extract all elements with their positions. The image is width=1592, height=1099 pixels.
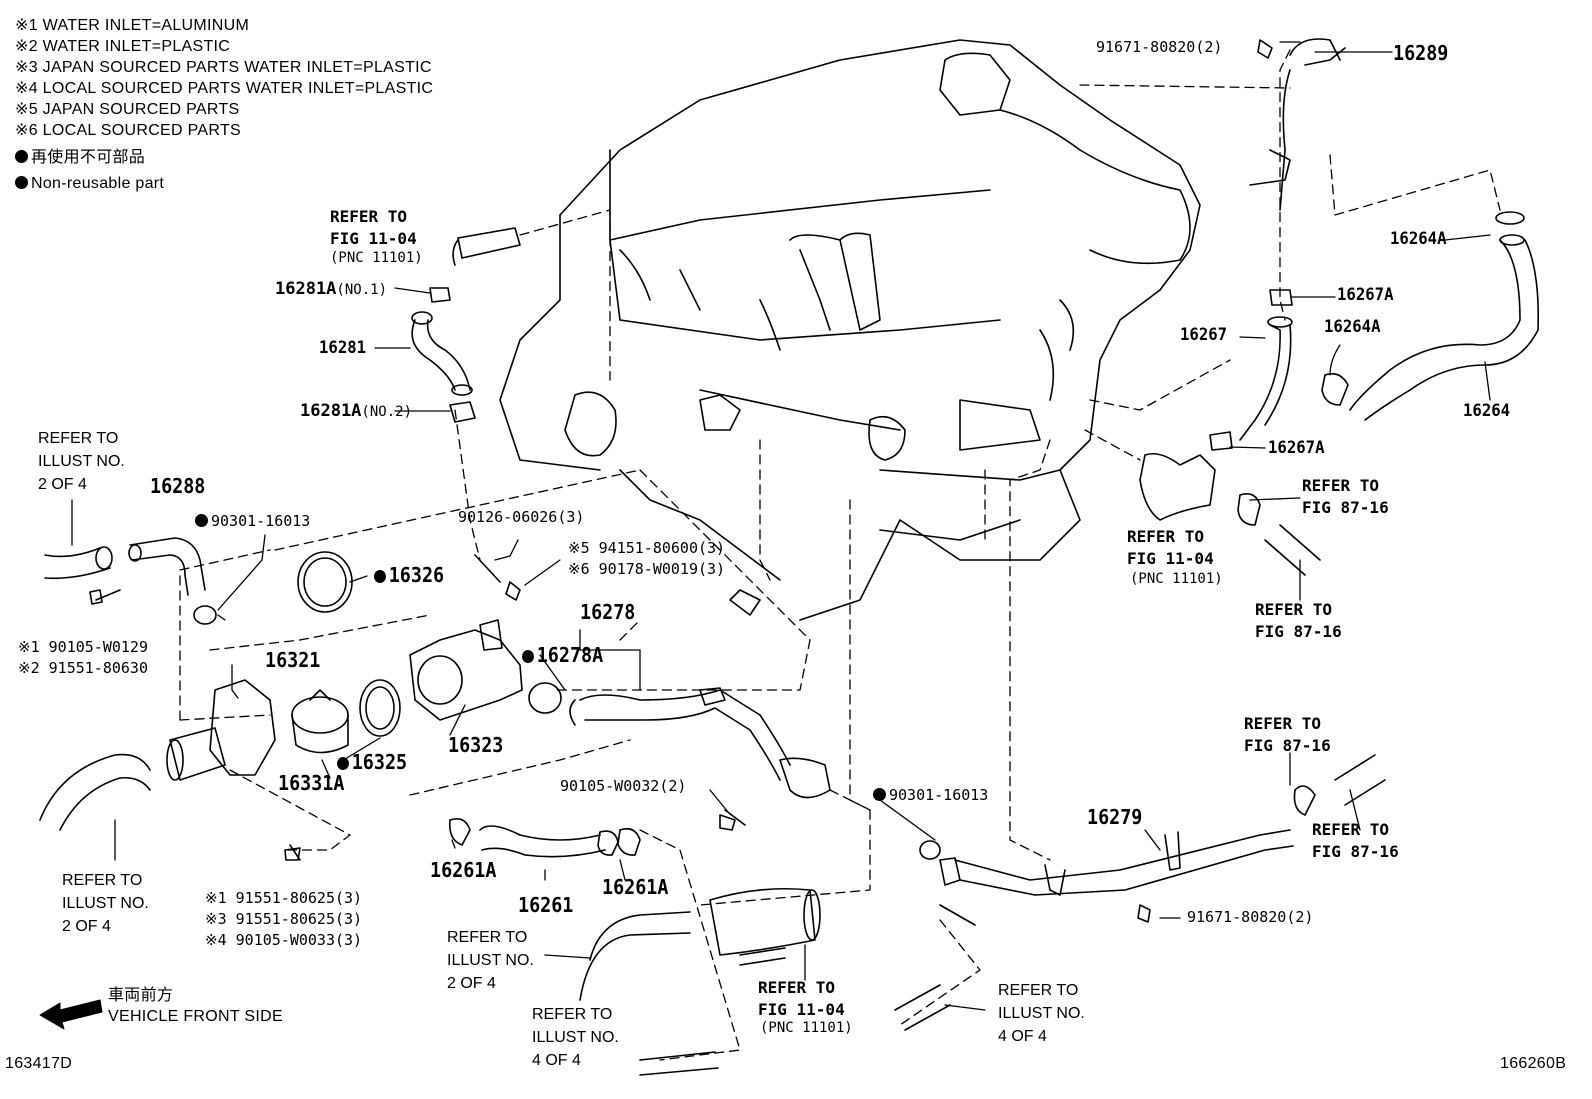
part-90301-2-group: 90301-16013 — [873, 788, 988, 803]
ref-illust-2-top[interactable]: REFER TO ILLUST NO. 2 OF 4 — [38, 430, 125, 493]
part-16261: 16261 — [518, 893, 574, 917]
ref-illust-4-right[interactable]: REFER TO ILLUST NO. 4 OF 4 — [998, 982, 1085, 1045]
part-16278A-group: 16278A — [522, 645, 603, 665]
legend-note-6: ※6 LOCAL SOURCED PARTS — [15, 122, 241, 139]
part-16326: 16326 — [388, 563, 445, 587]
part-16289: 16289 — [1393, 41, 1449, 65]
part-16331A: 16331A — [278, 771, 345, 795]
part-90105-3: ※4 90105-W0033(3) — [205, 931, 363, 949]
front-side-jp: 車両前方 — [108, 987, 174, 1004]
part-16278A: 16278A — [536, 643, 604, 667]
front-arrow-icon — [39, 999, 103, 1030]
part-90178: ※6 90178-W0019(3) — [568, 560, 726, 578]
ref-fig-87-16-a[interactable]: REFER TO FIG 87-16 — [1302, 476, 1389, 517]
part-91671-bot: 91671-80820(2) — [1187, 908, 1314, 926]
ref-illust-2-mid[interactable]: REFER TO ILLUST NO. 2 OF 4 — [447, 929, 534, 992]
solid-leaders — [71, 41, 1491, 1061]
part-16281A-2-sub: (NO.2) — [361, 404, 412, 420]
part-90105-2: 90105-W0032(2) — [560, 777, 687, 795]
part-90301-2: 90301-16013 — [889, 786, 989, 804]
legend-note-1: ※1 WATER INLET=ALUMINUM — [15, 17, 250, 34]
part-16267: 16267 — [1180, 325, 1228, 345]
part-16264A-1: 16264A — [1390, 229, 1447, 249]
part-16278: 16278 — [580, 600, 636, 624]
ref-fig-11-04-bottom-pnc: (PNC 11101) — [760, 1020, 853, 1036]
nonreusable-dot-icon — [15, 150, 28, 163]
parts-shapes — [39, 38, 1540, 1076]
ref-fig-87-16-d[interactable]: REFER TO FIG 87-16 — [1312, 820, 1399, 861]
part-16261A-2: 16261A — [602, 875, 669, 899]
part-90126: 90126-06026(3) — [458, 508, 585, 526]
part-90105-1: ※1 90105-W0129 — [18, 638, 148, 656]
illustration-code-left: 163417D — [5, 1055, 73, 1072]
part-16264: 16264 — [1463, 401, 1511, 421]
legend-nonreusable-jp: 再使用不可部品 — [15, 150, 145, 166]
front-side-en: VEHICLE FRONT SIDE — [108, 1008, 283, 1025]
part-91551-1: ※2 91551-80630 — [18, 659, 148, 677]
legend-note-2: ※2 WATER INLET=PLASTIC — [15, 38, 231, 55]
part-16325-group: 16325 — [337, 752, 407, 772]
nonreusable-dot-icon — [873, 788, 886, 801]
part-16288: 16288 — [150, 474, 206, 498]
part-16281A-1: 16281A — [275, 279, 337, 299]
nonreusable-dot-icon — [337, 757, 349, 770]
legend-note-5: ※5 JAPAN SOURCED PARTS — [15, 101, 240, 118]
part-16281A-2: 16281A — [300, 401, 362, 421]
part-16281A-no1-group: 16281A(NO.1) — [275, 281, 387, 298]
ref-fig-87-16-c[interactable]: REFER TO FIG 87-16 — [1244, 714, 1331, 755]
part-91551-2: ※1 91551-80625(3) — [205, 889, 363, 907]
nonreusable-dot-icon — [15, 176, 28, 189]
ref-fig-11-04-bottom[interactable]: REFER TO FIG 11-04 — [758, 978, 845, 1019]
part-90301-1-group: 90301-16013 — [195, 514, 310, 529]
ref-fig-11-04-right[interactable]: REFER TO FIG 11-04 — [1127, 527, 1214, 568]
ref-illust-2-left[interactable]: REFER TO ILLUST NO. 2 OF 4 — [62, 872, 149, 935]
legend-nonreusable-jp-text: 再使用不可部品 — [31, 149, 146, 166]
part-16267A-1: 16267A — [1337, 285, 1394, 305]
part-16321: 16321 — [265, 648, 321, 672]
part-16261A-1: 16261A — [430, 858, 497, 882]
part-16325: 16325 — [351, 750, 408, 774]
legend-nonreusable-en: Non-reusable part — [15, 176, 164, 192]
legend-note-4: ※4 LOCAL SOURCED PARTS WATER INLET=PLAST… — [15, 80, 434, 97]
part-16264A-2: 16264A — [1324, 317, 1381, 337]
part-16323: 16323 — [448, 733, 504, 757]
ref-fig-11-04-right-pnc: (PNC 11101) — [1130, 571, 1223, 587]
part-16326-group: 16326 — [374, 565, 444, 585]
legend-note-3: ※3 JAPAN SOURCED PARTS WATER INLET=PLAST… — [15, 59, 432, 76]
part-16267A-2: 16267A — [1268, 438, 1325, 458]
ref-fig-11-04-top-pnc: (PNC 11101) — [330, 250, 423, 266]
ref-illust-4-bottom[interactable]: REFER TO ILLUST NO. 4 OF 4 — [532, 1006, 619, 1069]
part-94151: ※5 94151-80600(3) — [568, 539, 726, 557]
part-16281: 16281 — [319, 338, 367, 358]
part-90301-1: 90301-16013 — [211, 512, 311, 530]
part-16281A-1-sub: (NO.1) — [336, 282, 387, 298]
illustration-code-right: 166260B — [1500, 1055, 1567, 1072]
ref-fig-11-04-top[interactable]: REFER TO FIG 11-04 — [330, 207, 417, 248]
nonreusable-dot-icon — [195, 514, 208, 527]
nonreusable-dot-icon — [374, 570, 386, 583]
legend-nonreusable-en-text: Non-reusable part — [31, 175, 165, 192]
nonreusable-dot-icon — [522, 650, 534, 663]
part-16279: 16279 — [1087, 805, 1143, 829]
part-91671-top: 91671-80820(2) — [1096, 38, 1223, 56]
part-91551-3: ※3 91551-80625(3) — [205, 910, 363, 928]
part-16281A-no2-group: 16281A(NO.2) — [300, 403, 412, 420]
dashed-leaders — [179, 49, 1501, 1061]
ref-fig-87-16-b[interactable]: REFER TO FIG 87-16 — [1255, 600, 1342, 641]
